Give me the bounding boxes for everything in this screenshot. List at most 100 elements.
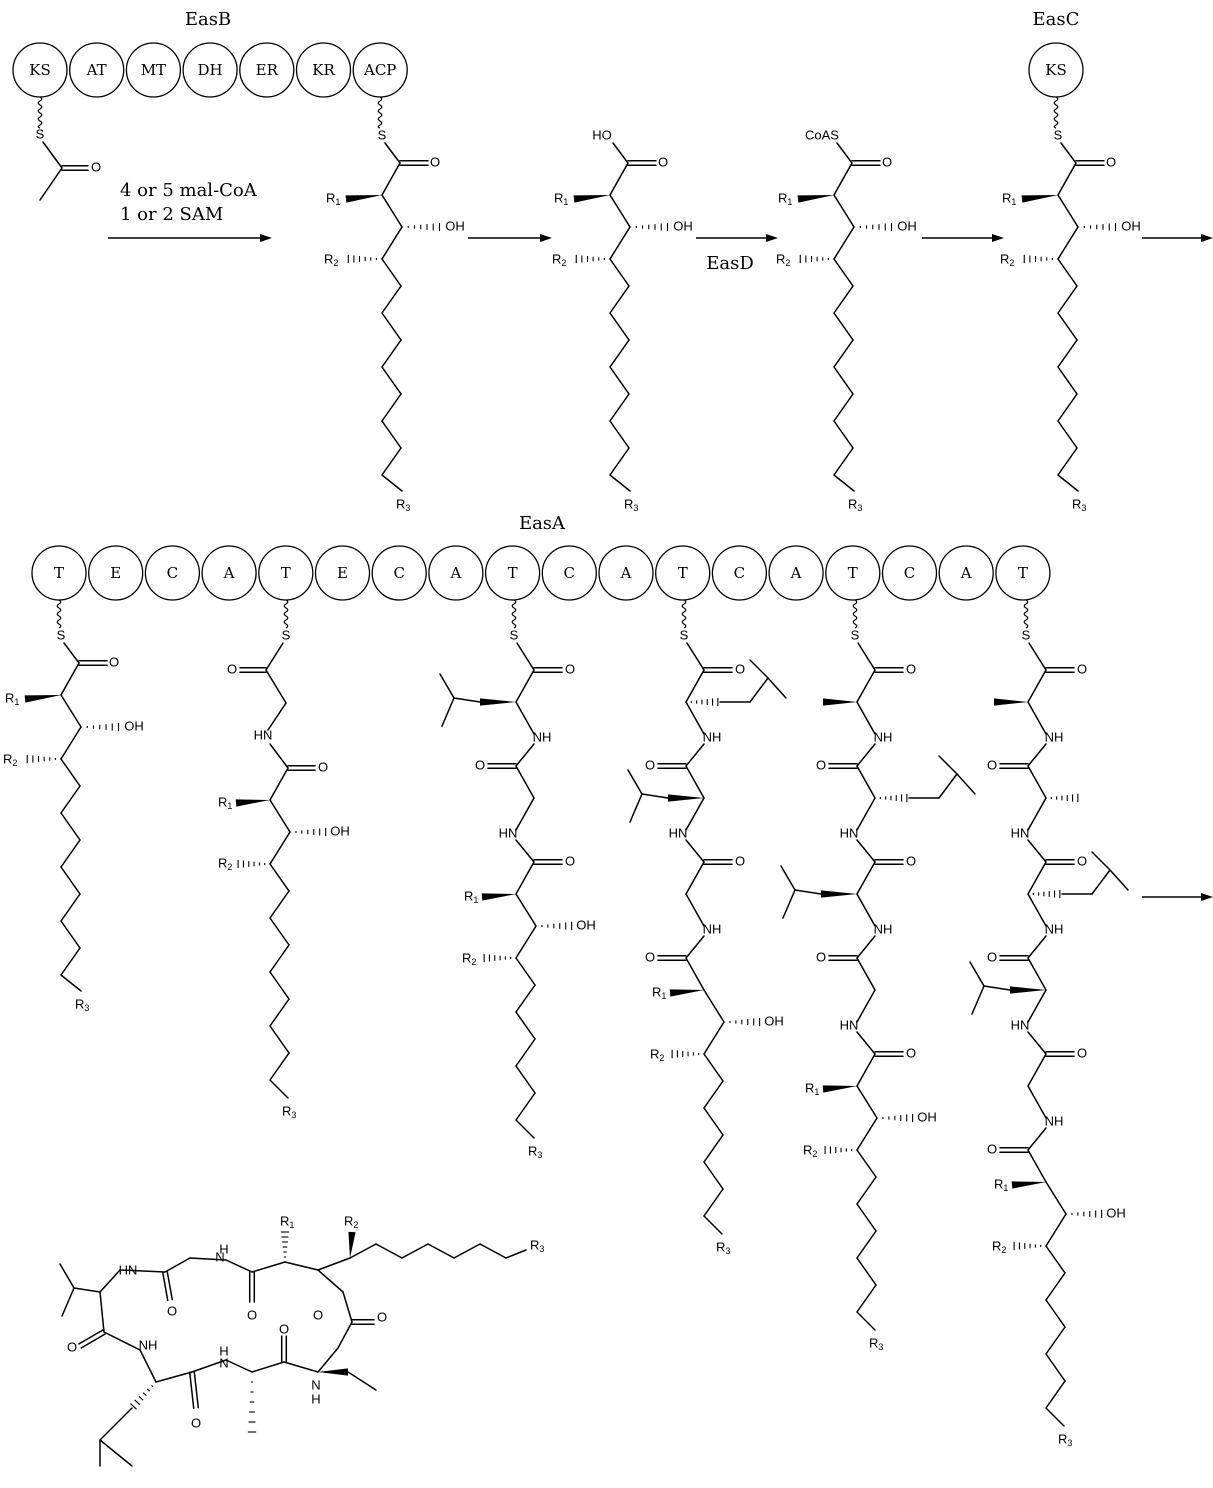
amide-label: HN: [499, 825, 518, 840]
easa-domain-a: A: [428, 545, 484, 601]
amide-label: NH: [703, 921, 722, 936]
arrow-head: [1201, 893, 1213, 901]
bond: [1027, 957, 1047, 991]
chain-bond: [515, 1011, 536, 1040]
bond: [1028, 642, 1047, 671]
oxygen-label: O: [816, 949, 826, 964]
r3-label: R3: [530, 1237, 544, 1254]
chain-bond: [381, 339, 402, 368]
bond: [833, 162, 853, 196]
chain-bond: [1057, 366, 1078, 395]
wedge-bond: [1010, 986, 1046, 994]
hydroxyl-label: OH: [1106, 1205, 1126, 1220]
domain-circle: [428, 545, 484, 601]
easa-domain-t: T: [995, 545, 1051, 601]
bond: [317, 1257, 351, 1271]
arrow-1: [108, 234, 272, 242]
amide-label: HN: [1011, 1017, 1030, 1032]
domain-label: T: [1018, 564, 1028, 582]
bond: [749, 677, 769, 703]
bond: [515, 839, 535, 863]
wedge-bond: [318, 1368, 348, 1376]
bond: [515, 925, 537, 959]
amide-label: H: [219, 1241, 228, 1256]
hydroxyl-label: HO: [592, 127, 612, 142]
chain-bond: [60, 758, 81, 787]
domain-label: A: [449, 564, 461, 582]
sulfur-label: S: [1054, 127, 1063, 142]
chain-bond: [1045, 1245, 1066, 1274]
bond: [1057, 226, 1079, 260]
hash-bond: [130, 1403, 137, 1410]
wedge-bond: [573, 195, 610, 203]
bond: [381, 162, 401, 196]
r3-label: R3: [396, 496, 410, 513]
domain-label: C: [167, 564, 178, 582]
bond: [60, 974, 82, 992]
ring-bond: [284, 1261, 319, 1271]
chain-bond: [703, 1053, 724, 1082]
amide-label: HN: [1011, 825, 1030, 840]
domain-label: T: [281, 564, 291, 582]
domain-circle: [295, 42, 352, 98]
wavy-bond: [852, 599, 858, 629]
chain-bond: [609, 312, 630, 341]
chain-bond: [856, 1149, 877, 1178]
bond: [61, 1287, 75, 1317]
amide-label: HN: [840, 825, 859, 840]
oxygen-label: O: [987, 1141, 997, 1156]
domain-label: ER: [256, 61, 279, 79]
bond: [856, 989, 876, 1023]
domain-label: KR: [312, 61, 335, 79]
r3-label: R3: [282, 1103, 296, 1120]
bond: [609, 226, 631, 260]
double-bond: [193, 1370, 200, 1409]
domain-label: E: [337, 564, 348, 582]
r2-label: R2: [344, 1213, 358, 1230]
chain-bond: [856, 1257, 877, 1286]
bond: [1091, 869, 1111, 895]
easc-label: EasC: [1033, 9, 1080, 30]
bond: [971, 985, 985, 1015]
easb-domain-mt: MT: [125, 42, 182, 98]
r3-label: R3: [1058, 1431, 1072, 1448]
bond: [1027, 1085, 1047, 1119]
domain-label: T: [848, 564, 858, 582]
r1-label: R1: [280, 1213, 294, 1230]
bond: [1027, 1031, 1047, 1055]
chain-bond: [453, 1243, 481, 1259]
sulfur-label: S: [282, 627, 291, 642]
bond: [1027, 797, 1047, 831]
bond: [515, 797, 535, 831]
bond: [59, 1263, 75, 1289]
bond: [505, 1249, 527, 1259]
chain-bond: [269, 1052, 290, 1081]
oxygen-label: O: [882, 154, 892, 169]
oxygen-label: O: [191, 1415, 201, 1430]
domain-circle: [881, 545, 938, 601]
r2-label: R2: [218, 855, 232, 872]
bond: [685, 797, 705, 831]
oxygen-label: O: [1077, 1045, 1087, 1060]
chain-bond: [703, 1161, 724, 1190]
wavy-bond: [283, 599, 289, 629]
bond: [782, 889, 796, 919]
r3-label: R3: [1072, 496, 1086, 513]
bond: [685, 669, 705, 703]
r2-label: R2: [324, 251, 338, 268]
easa-domain-a: A: [768, 545, 824, 601]
bond: [1109, 869, 1129, 891]
bond: [1027, 1053, 1047, 1087]
bond: [1027, 765, 1047, 799]
bond: [73, 1287, 101, 1293]
arrow-head: [766, 234, 778, 242]
chain-bond: [833, 285, 854, 314]
bond: [609, 194, 631, 228]
hash-bond: [146, 1388, 151, 1392]
sulfur-label: S: [510, 627, 519, 642]
